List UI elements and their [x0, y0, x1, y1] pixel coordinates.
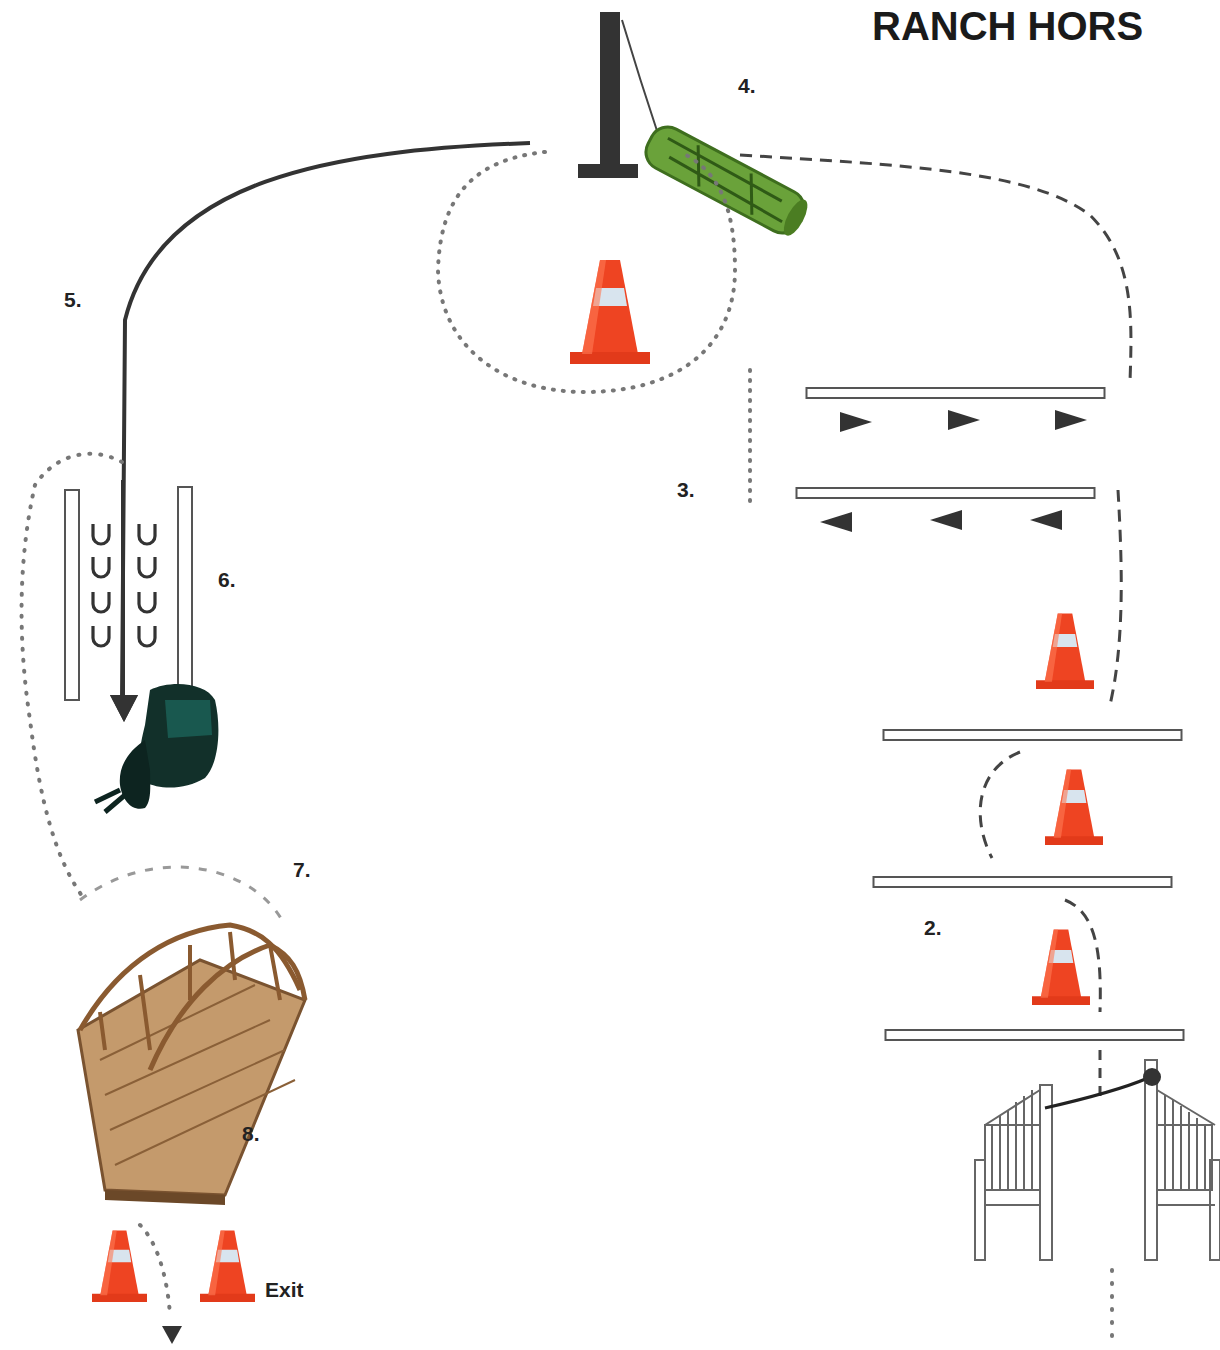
dashed-path	[80, 867, 282, 920]
rope	[622, 20, 660, 140]
path-line	[122, 143, 530, 700]
direction-arrow	[948, 410, 980, 430]
callout-number: 7.	[293, 858, 311, 882]
callout-number: 5.	[64, 288, 82, 312]
post-base	[578, 164, 638, 178]
log	[640, 121, 813, 241]
direction-arrow	[820, 512, 852, 532]
cone	[1036, 614, 1094, 689]
dotted-path	[1110, 1270, 1114, 1345]
gate-rope	[1045, 1078, 1148, 1108]
pole	[874, 877, 1172, 887]
arrow-head	[110, 695, 138, 722]
cow	[95, 684, 218, 812]
dashed-path	[740, 155, 1131, 382]
pole	[807, 388, 1105, 398]
cone	[92, 1231, 147, 1303]
direction-arrow	[930, 510, 962, 530]
callout-number: 8.	[242, 1122, 260, 1146]
dashed-path	[1099, 1050, 1102, 1098]
path-line	[121, 480, 125, 700]
callout-number: 4.	[738, 74, 756, 98]
cone	[200, 1231, 255, 1303]
exit-label: Exit	[265, 1278, 304, 1302]
pole	[178, 487, 192, 700]
arrow-head	[110, 695, 138, 722]
cone	[570, 260, 650, 364]
bridge	[78, 925, 305, 1205]
gate	[975, 1060, 1220, 1260]
cone	[1032, 930, 1090, 1005]
pole	[65, 490, 79, 700]
dashed-path	[1065, 900, 1100, 1012]
post	[600, 12, 620, 170]
arrow-head	[162, 1326, 182, 1344]
pole	[886, 1030, 1184, 1040]
dotted-path	[140, 1225, 170, 1315]
cone	[1045, 770, 1103, 845]
dashed-path	[1110, 490, 1121, 705]
circle-path	[438, 152, 735, 392]
course-title: RANCH HORS	[872, 4, 1143, 49]
rope-knot	[1143, 1068, 1161, 1086]
pole	[884, 730, 1182, 740]
pole	[797, 488, 1095, 498]
direction-arrow	[1055, 410, 1087, 430]
callout-number: 3.	[677, 478, 695, 502]
dotted-path	[748, 370, 752, 508]
callout-number: 2.	[924, 916, 942, 940]
dashed-path	[980, 752, 1020, 858]
dotted-path	[22, 454, 122, 900]
direction-arrow	[1030, 510, 1062, 530]
callout-number: 6.	[218, 568, 236, 592]
direction-arrow	[840, 412, 872, 432]
